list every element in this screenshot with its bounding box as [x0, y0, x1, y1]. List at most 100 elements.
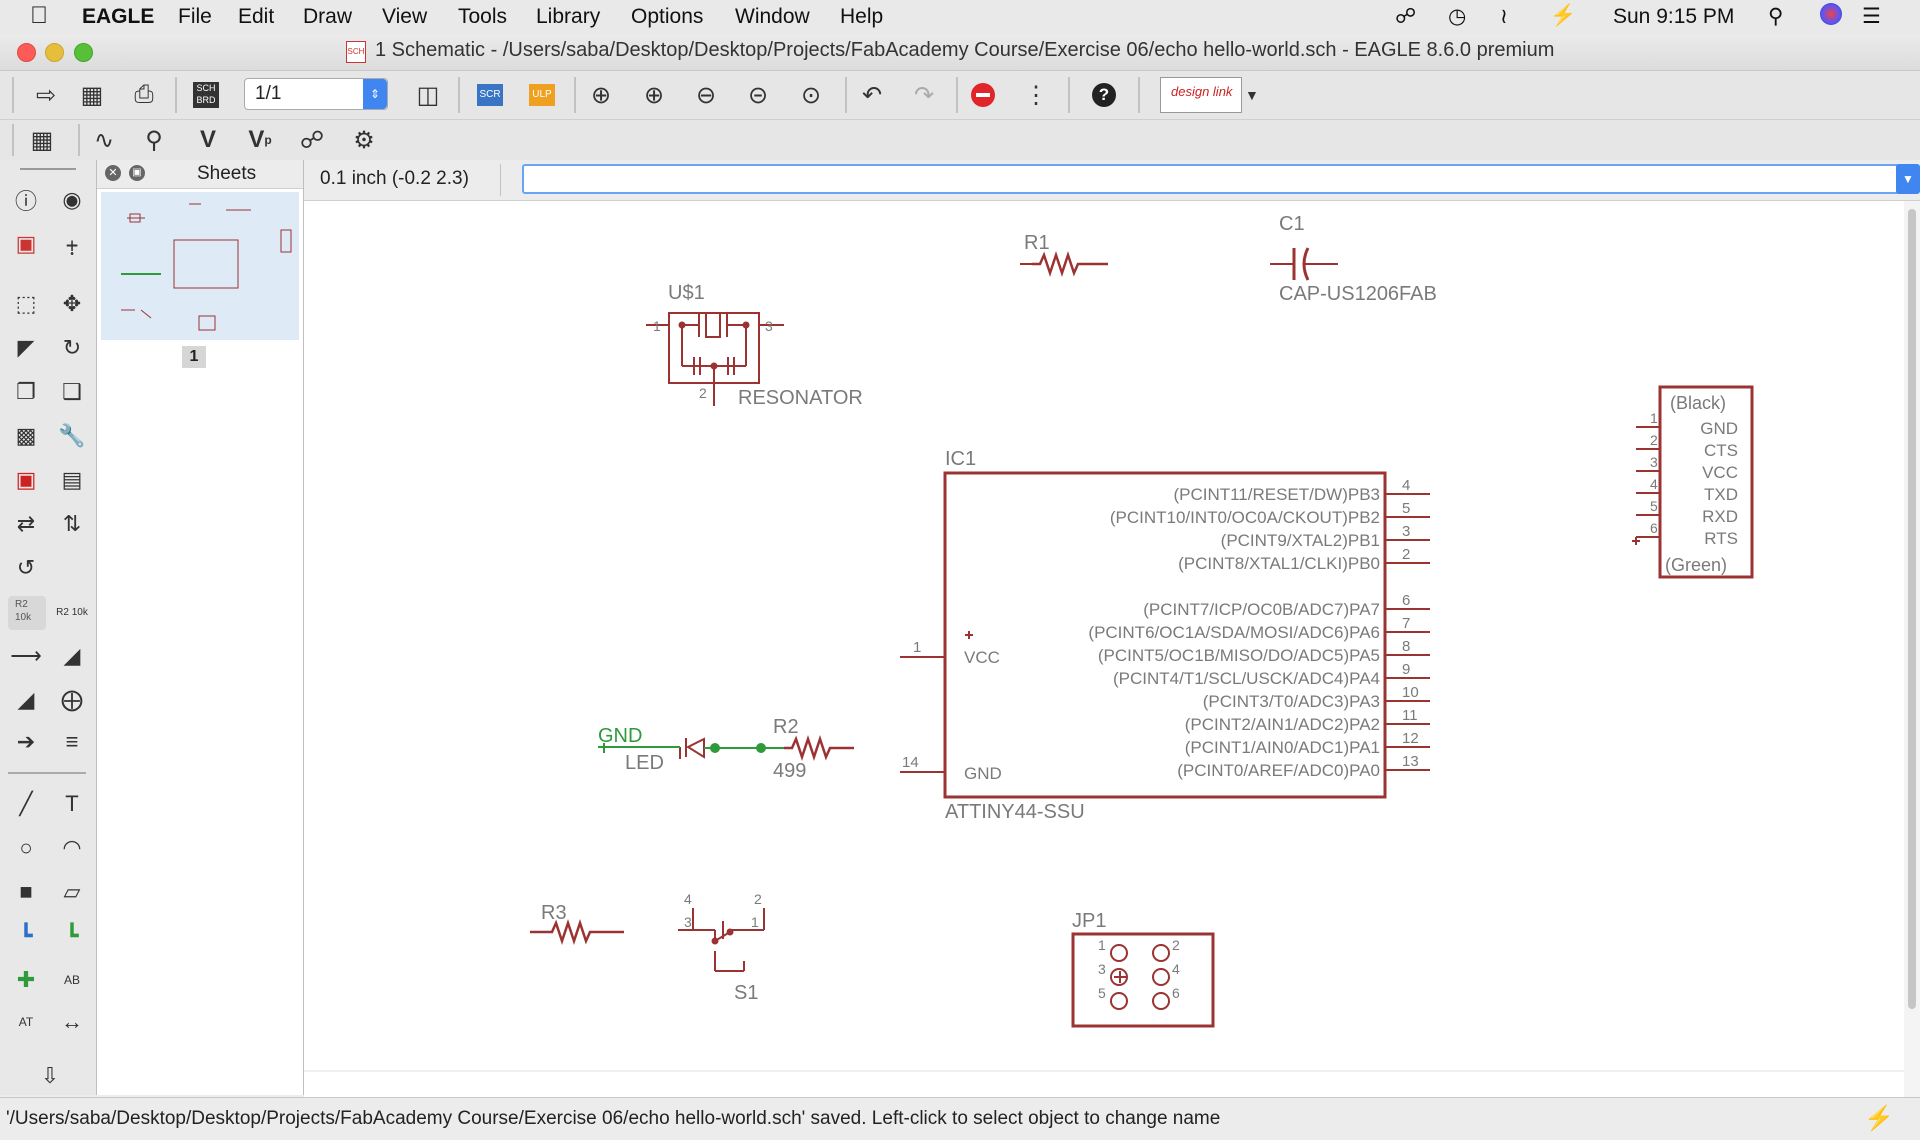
s1-name[interactable]: S1 [734, 982, 758, 1004]
window-zoom-button[interactable] [74, 43, 93, 62]
notification-center-icon[interactable]: ☰ [1862, 5, 1881, 28]
mirror-icon[interactable]: ◤ [17, 335, 35, 360]
scrollbar-thumb[interactable] [1908, 209, 1916, 1009]
frame-icon[interactable]: AT [18, 1015, 34, 1029]
delete-trash-icon[interactable]: ▩ [15, 423, 37, 448]
grid-icon[interactable]: ▦ [30, 126, 54, 154]
rectangle-icon[interactable]: ■ [19, 879, 33, 904]
window-close-button[interactable] [17, 43, 36, 62]
battery-icon[interactable]: ⚡ [1550, 4, 1577, 27]
menu-view[interactable]: View [382, 5, 428, 28]
chevron-down-icon[interactable]: ▼ [1245, 87, 1259, 103]
print-icon[interactable]: ⎙ [134, 81, 154, 108]
menu-window[interactable]: Window [735, 5, 810, 28]
value-icon[interactable]: V [199, 126, 216, 153]
resonator-u1-symbol[interactable] [646, 312, 784, 406]
stop-icon[interactable] [965, 77, 1001, 113]
creative-cloud-icon[interactable]: ☍ [1395, 5, 1417, 28]
close-icon[interactable]: ✕ [105, 165, 121, 181]
help-icon[interactable]: ? [1086, 77, 1122, 113]
led-name[interactable]: LED [625, 752, 664, 774]
invoke-icon[interactable]: ↺ [16, 555, 36, 580]
arc-icon[interactable]: ◠ [62, 835, 82, 860]
zoom-area-icon[interactable]: ⊙ [800, 81, 822, 109]
jp1-name[interactable]: JP1 [1072, 910, 1106, 932]
zoom-redraw-icon[interactable]: ⊝ [747, 81, 769, 109]
attribute-icon[interactable]: ➔ [16, 729, 36, 754]
change-icon[interactable]: ≡ [65, 729, 79, 754]
jp1-isp-header-symbol[interactable] [1071, 932, 1215, 1028]
command-line-input[interactable] [522, 164, 1900, 194]
mark-icon[interactable]: ⨥ [65, 231, 79, 256]
show-eye-icon[interactable]: ◉ [62, 187, 82, 212]
command-history-chevron-icon[interactable]: ▼ [1896, 164, 1920, 194]
line-icon[interactable]: ╱ [19, 791, 33, 816]
value-tool-icon[interactable]: R2 10k [56, 606, 88, 618]
ic1-attiny44-symbol[interactable] [900, 471, 1430, 799]
settings-gear-icon[interactable]: ⚙ [353, 126, 375, 154]
capacitor-c1-symbol[interactable] [1270, 247, 1338, 281]
group-select-icon[interactable]: ⬚ [15, 291, 37, 316]
polygon-icon[interactable]: ▱ [63, 879, 81, 904]
net-icon[interactable]: ┗ [65, 923, 79, 948]
label-icon[interactable]: AB [63, 973, 80, 987]
paste-icon[interactable]: ❑ [62, 379, 82, 404]
move-icon[interactable]: ✥ [62, 291, 82, 316]
menu-app-name[interactable]: EAGLE [82, 5, 155, 28]
smash-icon[interactable]: ⨁ [61, 687, 83, 712]
rotate-icon[interactable]: ↻ [62, 335, 82, 360]
design-link-button[interactable]: design link [1160, 77, 1242, 113]
schematic-canvas[interactable]: R1 C1 CAP-US1206FAB U$1 RESONATOR IC1 AT… [304, 201, 1904, 1097]
menu-options[interactable]: Options [631, 5, 704, 28]
zoom-out-icon[interactable]: ⊖ [695, 81, 717, 109]
sheet-thumbnail[interactable] [101, 192, 299, 340]
info-icon[interactable]: ⓘ [14, 189, 37, 214]
name-tool-button[interactable]: R2 10k [8, 596, 46, 630]
zoom-fit-icon[interactable]: ⊕ [590, 81, 612, 109]
script-button[interactable]: SCR [472, 77, 508, 113]
net-classes-icon[interactable]: ☍ [299, 126, 325, 154]
optimize-icon[interactable]: ◢ [17, 687, 35, 712]
led-symbol[interactable] [679, 737, 705, 759]
zoom-in-icon[interactable]: ⊕ [643, 81, 665, 109]
ic1-name[interactable]: IC1 [945, 448, 976, 470]
r3-name[interactable]: R3 [541, 902, 567, 924]
led-net-wires[interactable] [598, 743, 784, 753]
junction-icon[interactable]: ✚ [16, 967, 36, 992]
ulp-button[interactable]: ULP [524, 77, 560, 113]
r1-name[interactable]: R1 [1024, 232, 1050, 254]
resistor-r2-symbol[interactable] [784, 735, 854, 761]
redo-icon[interactable]: ↷ [913, 81, 935, 109]
circle-icon[interactable]: ○ [19, 835, 33, 860]
switch-s1-symbol[interactable] [678, 908, 765, 972]
resistor-r3-symbol[interactable] [530, 919, 624, 945]
sheet-select-dropdown[interactable]: 1/1 ⇕ [244, 78, 388, 110]
float-icon[interactable]: ▣ [129, 165, 145, 181]
time-machine-icon[interactable]: ◷ [1448, 5, 1467, 28]
copy-icon[interactable]: ❐ [16, 379, 36, 404]
go-icon[interactable]: ⋮ [1024, 81, 1048, 109]
gnd-net-label[interactable]: GND [598, 725, 642, 747]
dimension-icon[interactable]: ↔ [61, 1009, 83, 1034]
r2-value[interactable]: 499 [773, 760, 806, 782]
u1-name[interactable]: U$1 [668, 282, 705, 304]
menu-library[interactable]: Library [536, 5, 601, 28]
add-part-icon[interactable]: ▣ [15, 467, 37, 492]
wifi-icon[interactable]: ≀ [1500, 5, 1508, 28]
siri-icon[interactable] [1820, 3, 1842, 31]
menu-file[interactable]: File [178, 5, 212, 28]
pinswap-icon[interactable]: ⇄ [16, 511, 36, 536]
split-icon[interactable]: ⟶ [10, 643, 42, 668]
c1-value[interactable]: CAP-US1206FAB [1279, 283, 1437, 305]
apple-icon[interactable]:  [30, 2, 48, 30]
menu-draw[interactable]: Draw [303, 5, 353, 28]
window-minimize-button[interactable] [45, 43, 64, 62]
save-icon[interactable]: ▦ [80, 81, 104, 109]
ftdi-header-symbol[interactable] [1632, 385, 1754, 579]
bus-icon[interactable]: ┗ [19, 923, 33, 948]
r2-name[interactable]: R2 [773, 716, 799, 738]
spotlight-search-icon[interactable]: ⚲ [1768, 5, 1784, 28]
u1-value[interactable]: RESONATOR [738, 387, 863, 409]
undo-icon[interactable]: ↶ [861, 81, 883, 109]
wrench-icon[interactable]: 🔧 [58, 423, 86, 448]
